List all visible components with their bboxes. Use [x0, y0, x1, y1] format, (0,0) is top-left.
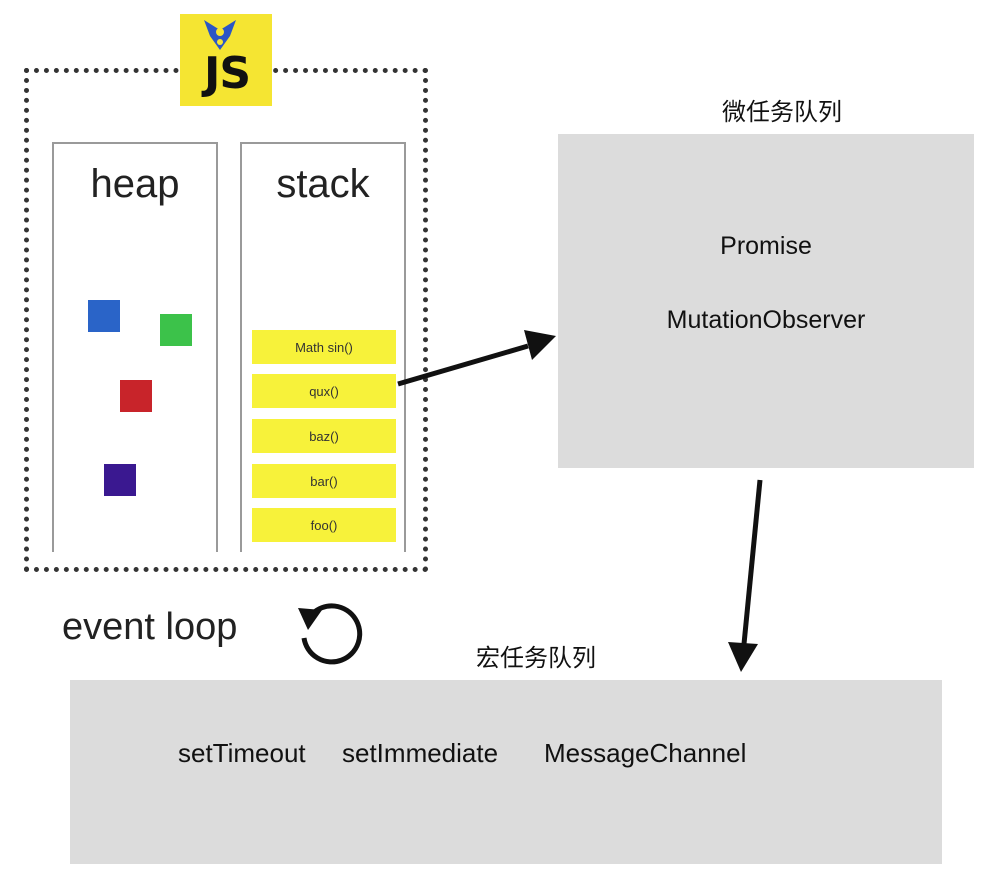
- js-mascot-icon: [204, 20, 236, 50]
- microtask-item: Promise: [720, 232, 812, 260]
- heap-panel: heap: [52, 142, 218, 552]
- microtask-queue: Promise MutationObserver: [558, 134, 974, 468]
- macrotask-queue-title: 宏任务队列: [476, 644, 596, 672]
- microtask-item: MutationObserver: [666, 306, 866, 334]
- heap-object-purple: [104, 464, 136, 496]
- heap-object-green: [160, 314, 192, 346]
- stack-frame: Math sin(): [252, 330, 396, 364]
- stack-to-microtask-arrow: [397, 330, 556, 387]
- stack-panel: stack Math sin() qux() baz() bar() foo(): [240, 142, 406, 552]
- js-logo-text: JS: [204, 48, 251, 99]
- macrotask-item: setImmediate: [342, 738, 499, 768]
- macrotask-item: MessageChannel: [544, 738, 747, 768]
- macrotask-item: setTimeout: [178, 738, 306, 768]
- macrotask-queue: setTimeout setImmediate MessageChannel: [70, 680, 942, 864]
- microtask-queue-title: 微任务队列: [722, 98, 842, 126]
- js-logo: JS: [180, 14, 272, 106]
- microtask-to-macrotask-arrow: [728, 479, 763, 672]
- event-loop-label: event loop: [62, 606, 238, 648]
- stack-frame: bar(): [252, 464, 396, 498]
- stack-title: stack: [276, 162, 370, 206]
- stack-frame: qux(): [252, 374, 396, 408]
- stack-frame: foo(): [252, 508, 396, 542]
- heap-object-blue: [88, 300, 120, 332]
- stack-frame: baz(): [252, 419, 396, 453]
- heap-title: heap: [90, 162, 180, 206]
- event-loop-cycle-icon: [298, 603, 363, 665]
- heap-object-red: [120, 380, 152, 412]
